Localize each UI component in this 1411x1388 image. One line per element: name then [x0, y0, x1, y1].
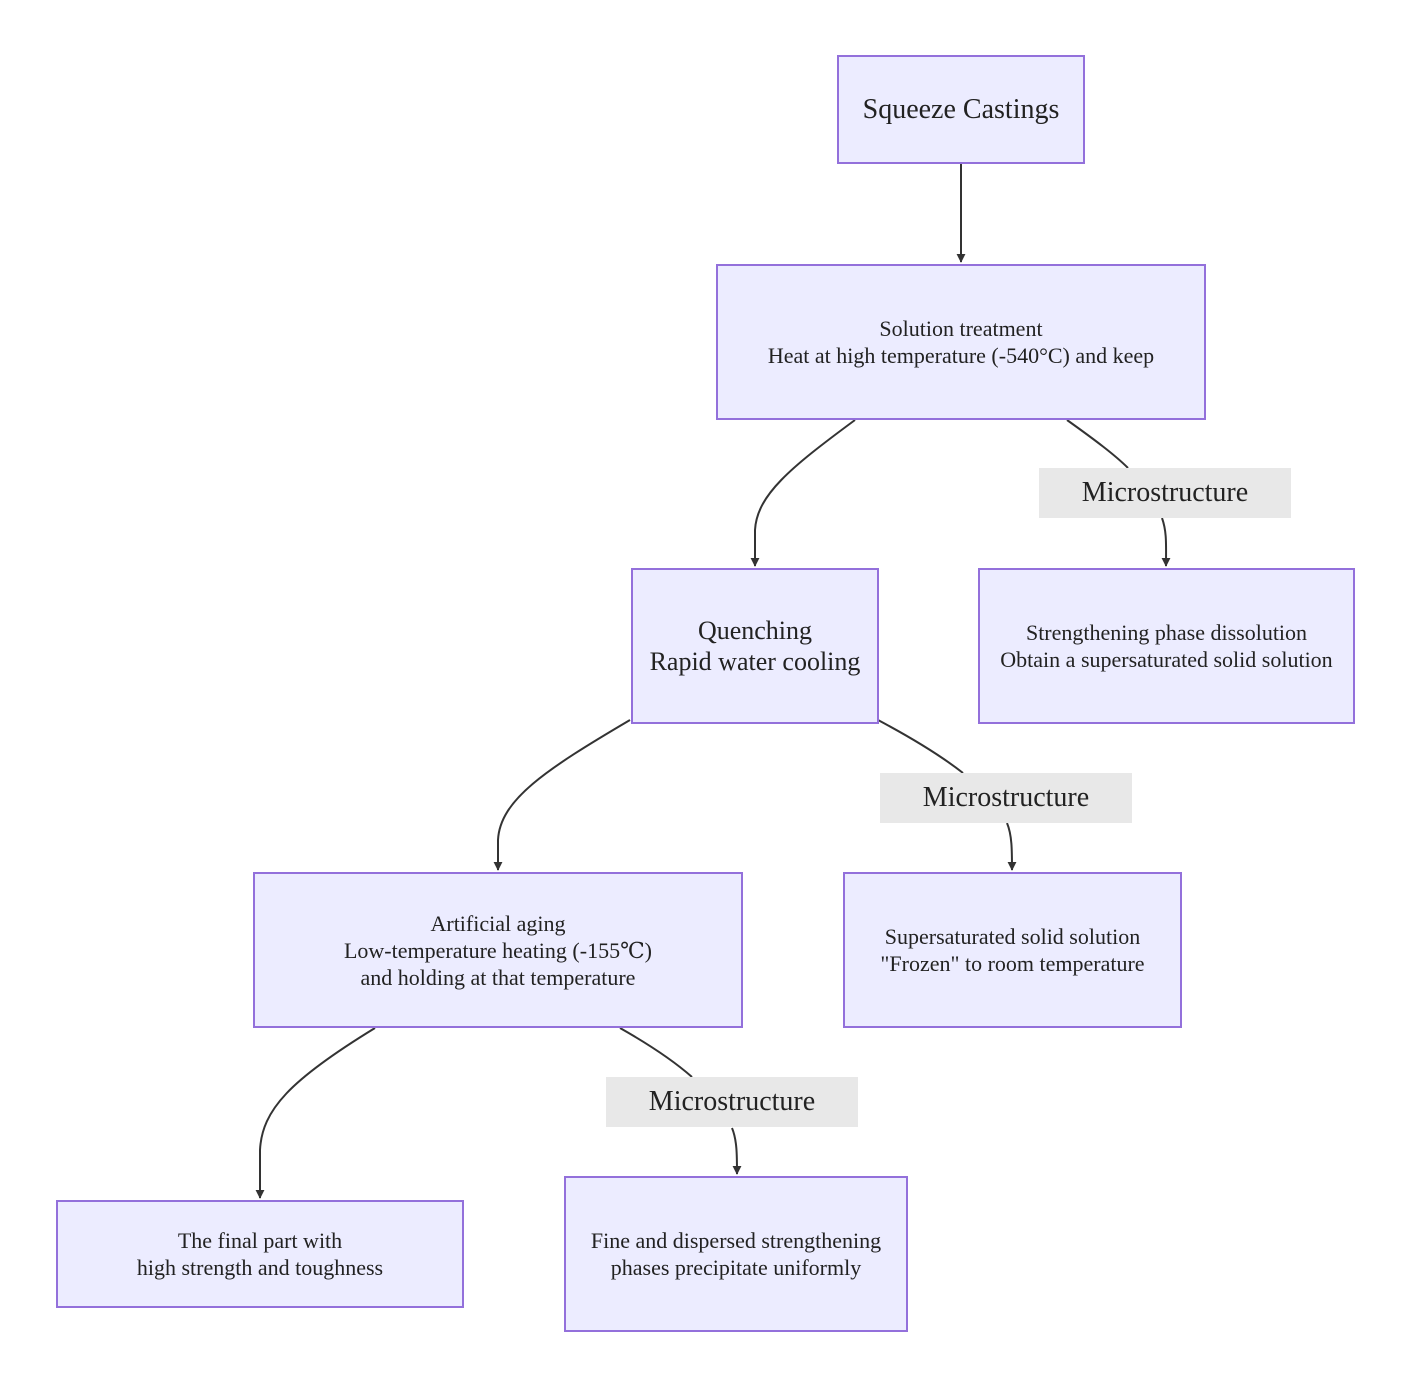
node-quenching[interactable]: Quenching Rapid water cooling — [631, 568, 879, 724]
node-text: Strengthening phase dissolution — [1025, 620, 1308, 645]
node-text: The final part with — [177, 1228, 343, 1253]
node-text: phases precipitate uniformly — [610, 1255, 862, 1280]
node-text: "Frozen" to room temperature — [880, 951, 1145, 976]
edge-quench-to-micro2-a — [877, 719, 964, 774]
edge-solution-to-micro1-a — [1066, 419, 1129, 469]
node-text: Quenching — [697, 616, 813, 645]
edge-label-microstructure-3: Microstructure — [606, 1077, 858, 1127]
node-text: Low-temperature heating (-155℃) — [343, 937, 653, 963]
node-text: Artificial aging — [430, 910, 566, 936]
node-text: Solution treatment — [879, 316, 1043, 341]
edge-quench-to-micro2-b — [1006, 822, 1017, 871]
node-microstructure-dissolution[interactable]: Strengthening phase dissolution Obtain a… — [978, 568, 1355, 724]
edge-label-microstructure-2: Microstructure — [880, 773, 1132, 823]
node-text: Obtain a supersaturated solid solution — [1000, 647, 1333, 672]
edge-aging-to-final — [255, 1027, 376, 1199]
edge-aging-to-micro3-b — [731, 1127, 742, 1175]
node-artificial-aging[interactable]: Artificial aging Low-temperature heating… — [253, 872, 743, 1028]
edge-aging-to-micro3-a — [619, 1027, 693, 1078]
node-text: Squeeze Castings — [862, 93, 1060, 125]
edge-quench-to-aging — [493, 719, 631, 871]
node-final-part[interactable]: The final part with high strength and to… — [56, 1200, 464, 1308]
node-text: Supersaturated solid solution — [884, 924, 1141, 949]
node-text: Fine and dispersed strengthening — [590, 1228, 882, 1253]
edge-solution-to-quench — [750, 419, 856, 567]
edge-solution-to-micro1-b — [1161, 517, 1171, 567]
node-text: high strength and toughness — [136, 1255, 384, 1280]
node-solution-treatment[interactable]: Solution treatment Heat at high temperat… — [716, 264, 1206, 420]
node-text: Rapid water cooling — [649, 647, 861, 676]
node-squeeze-castings[interactable]: Squeeze Castings — [837, 55, 1085, 164]
edge-label-microstructure-1: Microstructure — [1039, 468, 1291, 518]
node-text: and holding at that temperature — [360, 964, 636, 990]
node-microstructure-precipitate[interactable]: Fine and dispersed strengthening phases … — [564, 1176, 908, 1332]
node-microstructure-frozen[interactable]: Supersaturated solid solution "Frozen" t… — [843, 872, 1182, 1028]
node-text: Heat at high temperature (-540°C) and ke… — [767, 343, 1155, 368]
